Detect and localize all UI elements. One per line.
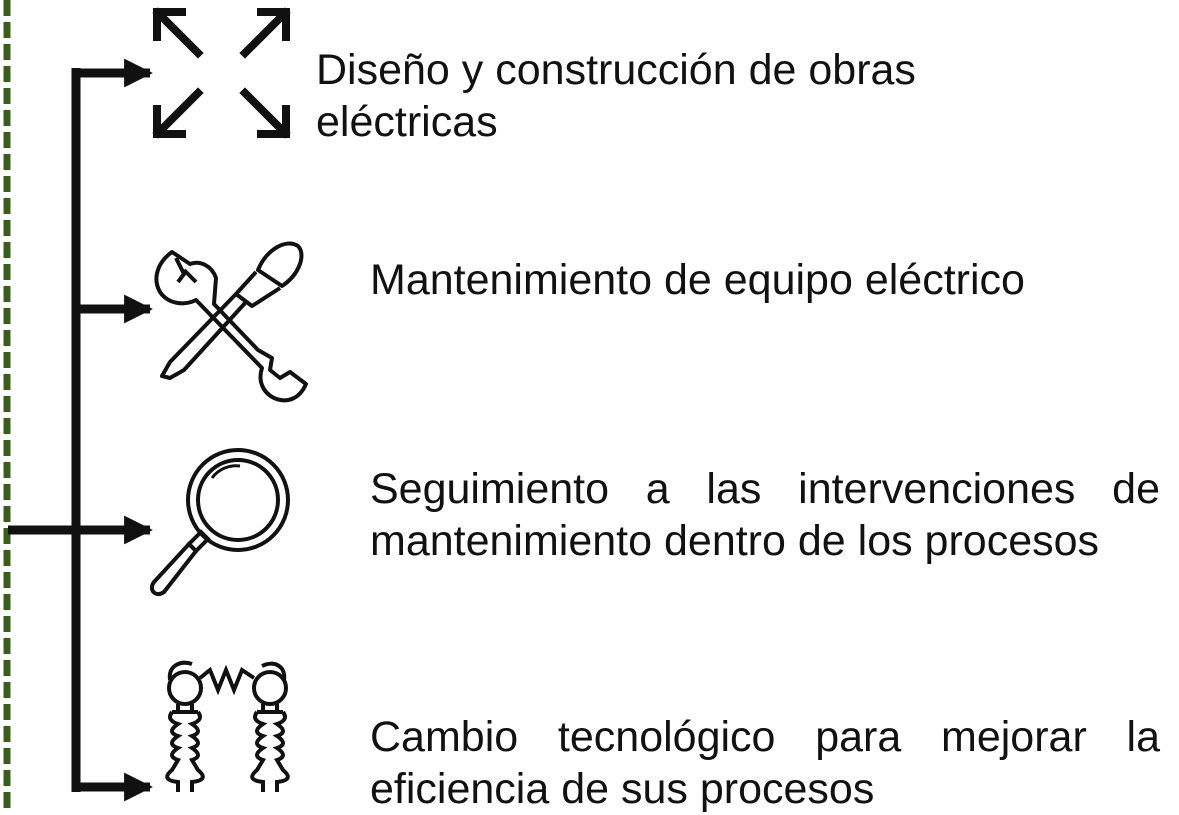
expand-arrows-icon	[152, 7, 291, 139]
magnifying-glass-icon	[149, 448, 290, 597]
item-text-design-construction: Diseño y construcción de obras eléctrica…	[316, 46, 916, 146]
insulators-icon	[165, 660, 290, 792]
item-text-follow-up: Seguimiento a las intervenciones de mant…	[370, 465, 1160, 565]
connector-tree	[8, 58, 153, 802]
item-text-technology-change: Cambio tecnológico para mejorar la efici…	[370, 713, 1160, 813]
item-text-maintenance: Mantenimiento de equipo eléctrico	[370, 256, 1025, 304]
wrench-screwdriver-icon	[154, 241, 308, 403]
